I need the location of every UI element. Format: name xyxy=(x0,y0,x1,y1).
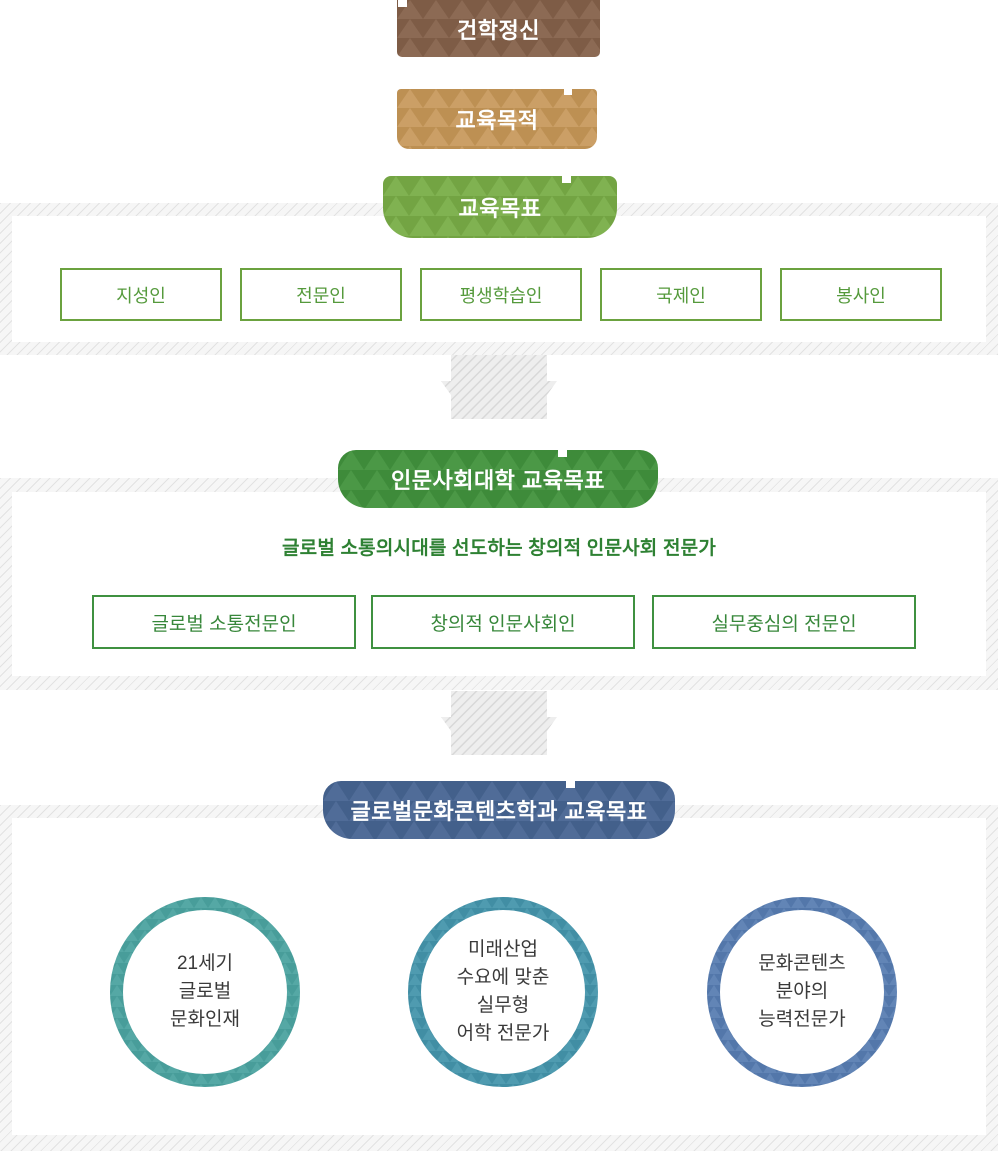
ribbon-notch xyxy=(398,0,407,7)
banner-education-purpose-label: 교육목적 xyxy=(455,108,539,133)
goal-box: 봉사인 xyxy=(780,268,942,321)
goal-box-label: 봉사인 xyxy=(836,285,886,306)
pill-education-goals-header: 교육목표 xyxy=(383,176,617,238)
triangle-pattern xyxy=(397,0,600,57)
goal-box-label: 국제인 xyxy=(656,285,706,306)
education-goals-header-label: 교육목표 xyxy=(458,196,542,221)
college-goal-box: 창의적 인문사회인 xyxy=(371,595,635,649)
banner-education-purpose: 교육목적 xyxy=(397,89,597,149)
triangle-pattern xyxy=(383,176,617,238)
college-goals-subtitle: 글로벌 소통의시대를 선도하는 창의적 인문사회 전문가 xyxy=(281,538,717,559)
down-arrow-icon xyxy=(436,355,562,419)
circle-ring xyxy=(707,897,897,1087)
goal-box: 지성인 xyxy=(60,268,222,321)
goal-box-label: 지성인 xyxy=(116,285,166,306)
college-goal-box-label: 창의적 인문사회인 xyxy=(430,613,576,635)
college-goals-header-label: 인문사회대학 교육목표 xyxy=(390,468,605,493)
goal-box: 국제인 xyxy=(600,268,762,321)
down-arrow-icon xyxy=(436,691,562,755)
goal-box-label: 평생학습인 xyxy=(459,285,543,306)
goal-box: 전문인 xyxy=(240,268,402,321)
ribbon-notch xyxy=(566,781,575,788)
banner-founding-spirit: 건학정신 xyxy=(397,0,600,57)
ribbon-notch xyxy=(562,176,571,183)
circle-ring xyxy=(110,897,300,1087)
circle-text: 미래산업 수요에 맞춘 실무형 어학 전문가 xyxy=(456,939,550,1044)
banner-founding-spirit-label: 건학정신 xyxy=(457,17,540,43)
college-goal-box-label: 실무중심의 전문인 xyxy=(711,613,857,635)
triangle-pattern xyxy=(397,89,597,149)
department-goal-circle: 21세기 글로벌 문화인재 xyxy=(110,897,300,1087)
goal-box: 평생학습인 xyxy=(420,268,582,321)
circle-ring xyxy=(408,897,598,1087)
ribbon-notch xyxy=(558,450,567,457)
college-goal-box: 글로벌 소통전문인 xyxy=(92,595,356,649)
department-goal-circle: 문화콘텐츠 분야의 능력전문가 xyxy=(707,897,897,1087)
goal-box-label: 전문인 xyxy=(296,285,346,306)
pill-department-goals-header: 글로벌문화콘텐츠학과 교육목표 xyxy=(323,781,675,839)
ribbon-notch xyxy=(564,89,572,95)
pill-college-goals-header: 인문사회대학 교육목표 xyxy=(338,450,658,508)
circle-text: 문화콘텐츠 분야의 능력전문가 xyxy=(758,953,846,1030)
college-goal-box-label: 글로벌 소통전문인 xyxy=(151,613,297,635)
triangle-pattern xyxy=(338,450,658,508)
triangle-pattern xyxy=(323,781,675,839)
college-goal-box: 실무중심의 전문인 xyxy=(652,595,916,649)
department-goals-header-label: 글로벌문화콘텐츠학과 교육목표 xyxy=(350,799,648,824)
department-goal-circle: 미래산업 수요에 맞춘 실무형 어학 전문가 xyxy=(408,897,598,1087)
circle-text: 21세기 글로벌 문화인재 xyxy=(170,953,240,1030)
